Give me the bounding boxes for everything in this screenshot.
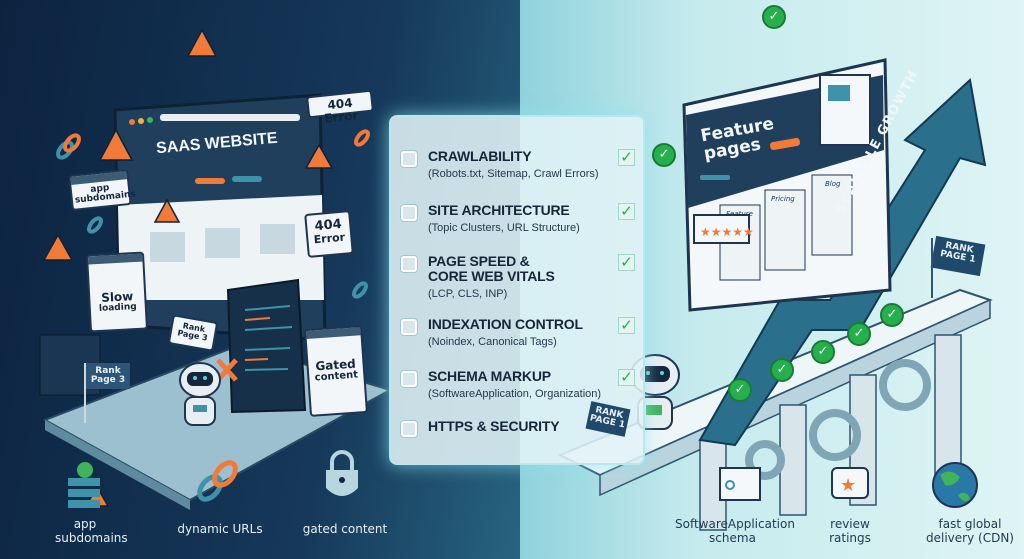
error-text: 404 Error [323,95,360,126]
check-circle-icon: ✓ [880,303,904,327]
card-blog: Blog [825,180,841,188]
checkbox[interactable] [401,256,417,272]
check-mark-icon: ✓ [618,203,635,220]
item-title: SCHEMA MARKUP [428,368,551,384]
item-title: PAGE SPEED & CORE WEB VITALS [428,253,555,284]
rating-stars: ★★★★★ [700,225,754,239]
check-circle-icon: ✓ [770,358,794,382]
label-fast-global-delivery: fast global delivery (CDN) [926,517,1014,545]
check-mark-icon: ✓ [618,254,635,271]
schema-window-icon [719,467,761,501]
loading-text: loading [98,301,137,314]
item-detail: (Noindex, Canonical Tags) [428,336,557,348]
checkbox[interactable] [401,205,417,221]
item-detail: (SoftwareApplication, Organization) [428,388,602,400]
chain-link-icons [56,129,370,299]
check-circle-icon: ✓ [728,378,752,402]
content-text: content [314,369,359,384]
item-title: SITE ARCHITECTURE [428,202,570,218]
warning-icons [42,28,334,507]
error-label: Error [313,230,346,246]
item-title: INDEXATION CONTROL [428,316,583,332]
item-detail: (Topic Clusters, URL Structure) [428,222,580,234]
check-circle-icon: ✓ [811,340,835,364]
checkbox[interactable] [401,371,417,387]
flag-page: Page 3 [90,375,126,386]
item-title: HTTPS & SECURITY [428,418,560,434]
check-mark-icon: ✓ [618,317,635,334]
item-detail: (LCP, CLS, INP) [428,288,508,300]
flag-pole [84,363,86,423]
app-subdomains-card: app subdomains [68,168,136,212]
check-circle-icon: ✓ [652,143,676,167]
link-icon [197,460,238,502]
card-feature: Feature [726,210,753,218]
growth-arrow [698,78,987,447]
star-icon: ★ [831,467,869,499]
checkbox[interactable] [401,319,417,335]
check-mark-icon: ✓ [618,149,635,166]
label-gated-content: gated content [302,522,388,536]
error-x-icon [216,358,238,382]
code-editor-window [226,278,307,414]
label-softwareapplication-schema: SoftwareApplication schema [675,517,795,545]
item-detail: (Robots.txt, Sitemap, Crawl Errors) [428,168,599,180]
server-warning-icon [68,462,100,508]
flag-pole-right [931,238,933,298]
checkbox[interactable] [401,151,417,167]
check-mark-icon: ✓ [618,369,635,386]
rating-card [693,214,750,244]
app-subdomains-text: app subdomains [74,183,137,207]
svg-text:★: ★ [840,475,856,496]
checkbox[interactable] [401,421,417,437]
label-dynamic-urls: dynamic URLs [177,522,263,536]
label-review-ratings: review ratings [829,517,871,545]
check-circle-icon: ✓ [762,5,786,29]
item-title: CRAWLABILITY [428,148,532,164]
globe-icon [932,462,978,508]
sad-robot [179,362,221,426]
check-circle-icon: ✓ [847,322,871,346]
card-pricing: Pricing [771,195,795,203]
feature-pages-window: ★★★★★ [682,58,892,312]
padlock-icon [326,450,358,496]
flag-rank: Rank [95,366,121,376]
label-app-subdomains: app subdomains [55,517,128,545]
